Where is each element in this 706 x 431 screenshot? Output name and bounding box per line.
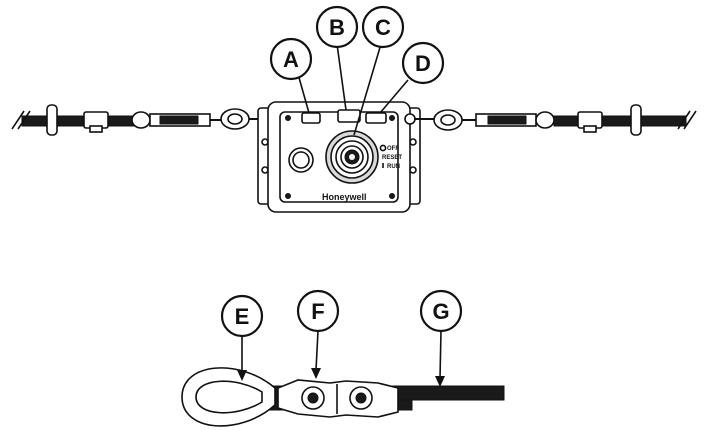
- callout-a: A: [269, 37, 313, 81]
- right-turnbuckle: [404, 109, 555, 131]
- rope-clamp: [277, 379, 399, 418]
- top-assembly: OFF RESET RUN Honeywell: [11, 5, 697, 213]
- callout-f: F: [296, 289, 340, 333]
- switch-housing: OFF RESET RUN Honeywell: [257, 101, 421, 213]
- left-turnbuckle: [131, 108, 278, 130]
- right-rope: [553, 104, 697, 136]
- svg-text:F: F: [311, 299, 324, 324]
- svg-text:D: D: [415, 51, 431, 76]
- brand-logo-text: Honeywell: [322, 192, 367, 202]
- svg-text:C: C: [375, 15, 391, 40]
- bottom-detail: E F G: [181, 289, 505, 427]
- svg-text:B: B: [329, 15, 345, 40]
- label-run: RUN: [387, 164, 400, 170]
- indicator-a: [301, 112, 321, 124]
- reset-knob: [325, 130, 379, 184]
- label-off: OFF: [387, 146, 399, 152]
- callout-d: D: [401, 41, 445, 85]
- callout-e: E: [220, 294, 264, 338]
- callout-g: G: [419, 289, 463, 333]
- svg-text:G: G: [432, 299, 449, 324]
- indicator-d: [365, 112, 387, 124]
- bottom-leader-lines: [237, 330, 445, 387]
- top-leader-lines: [297, 43, 409, 136]
- right-rope-stop: [630, 104, 642, 136]
- svg-text:E: E: [235, 304, 250, 329]
- left-rope-stop: [46, 104, 58, 136]
- thimble: [181, 367, 276, 427]
- label-reset: RESET: [382, 155, 402, 161]
- callout-c: C: [361, 5, 405, 49]
- callout-b: B: [315, 5, 359, 49]
- indicator-b: [337, 109, 361, 123]
- svg-text:A: A: [283, 47, 299, 72]
- left-rope: [11, 104, 135, 136]
